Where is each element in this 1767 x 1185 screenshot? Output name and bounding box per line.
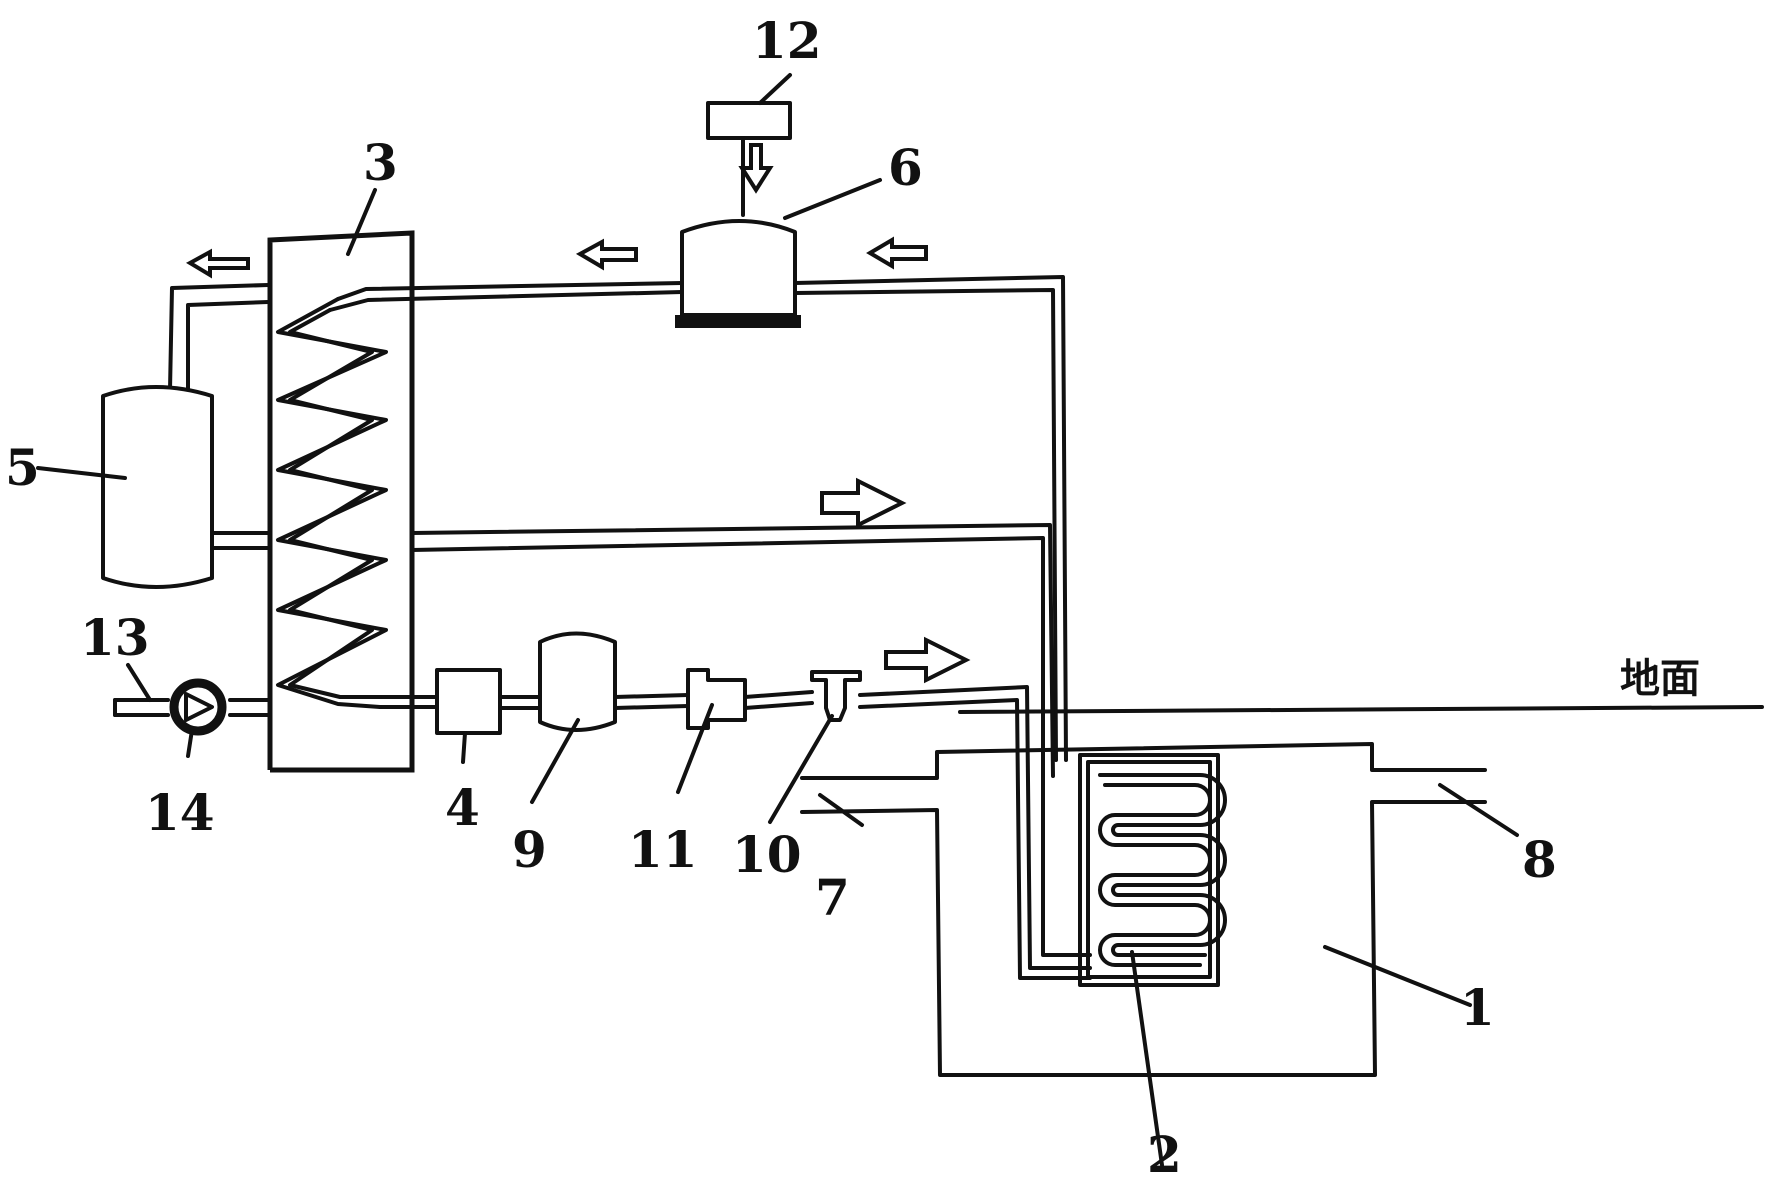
arrow-right-icon <box>884 636 971 684</box>
label-3: 3 <box>363 133 398 192</box>
water-loop <box>113 283 272 717</box>
label-13: 13 <box>80 608 150 667</box>
label-11: 11 <box>628 820 698 879</box>
label-8: 8 <box>1522 830 1557 889</box>
leader-11 <box>676 703 714 794</box>
valve-11[interactable] <box>676 668 747 794</box>
arrow-left-icon <box>866 236 928 270</box>
leader-5 <box>36 466 127 480</box>
condenser-3 <box>267 188 415 773</box>
evaporator-coil-2 <box>1078 753 1227 1167</box>
leader-13 <box>126 663 152 702</box>
arrow-down-icon <box>738 143 774 194</box>
tank-1 <box>800 742 1519 1077</box>
water-tank-5[interactable] <box>36 385 214 589</box>
label-9: 9 <box>512 820 547 879</box>
label-14: 14 <box>145 783 215 842</box>
leader-14 <box>186 728 194 758</box>
leader-9 <box>530 718 580 804</box>
water-pump-14[interactable] <box>169 678 227 758</box>
ground-label: 地面 <box>1620 656 1700 702</box>
leader-8 <box>1438 783 1519 837</box>
label-1: 1 <box>1460 978 1495 1037</box>
arrow-left-icon <box>575 238 638 271</box>
compressor-6[interactable] <box>675 178 882 328</box>
label-7: 7 <box>815 868 850 927</box>
component-labels: 1 2 3 4 5 6 7 8 9 10 11 12 13 14 <box>5 11 1557 1184</box>
leader-10 <box>768 714 834 824</box>
flow-arrows <box>185 143 971 684</box>
expansion-valve-10[interactable] <box>768 670 862 824</box>
leader-6 <box>783 178 882 220</box>
label-2: 2 <box>1147 1125 1182 1184</box>
label-6: 6 <box>888 138 923 197</box>
label-12: 12 <box>752 11 822 70</box>
arrow-left-icon <box>185 248 250 279</box>
leader-3 <box>346 188 377 256</box>
label-5: 5 <box>5 438 40 497</box>
leader-4 <box>461 731 467 764</box>
label-4: 4 <box>445 778 480 837</box>
refrigerant-piping <box>328 275 1092 980</box>
ground-line: 地面 <box>958 656 1764 714</box>
leader-1 <box>1323 945 1472 1007</box>
leader-2 <box>1130 950 1164 1167</box>
receiver-9[interactable] <box>530 631 617 804</box>
leader-12 <box>758 73 792 105</box>
filter-4[interactable] <box>435 668 502 764</box>
controller-12[interactable] <box>706 73 792 217</box>
label-10: 10 <box>732 825 802 884</box>
leader-7 <box>818 793 864 827</box>
arrow-right-icon <box>820 477 907 529</box>
